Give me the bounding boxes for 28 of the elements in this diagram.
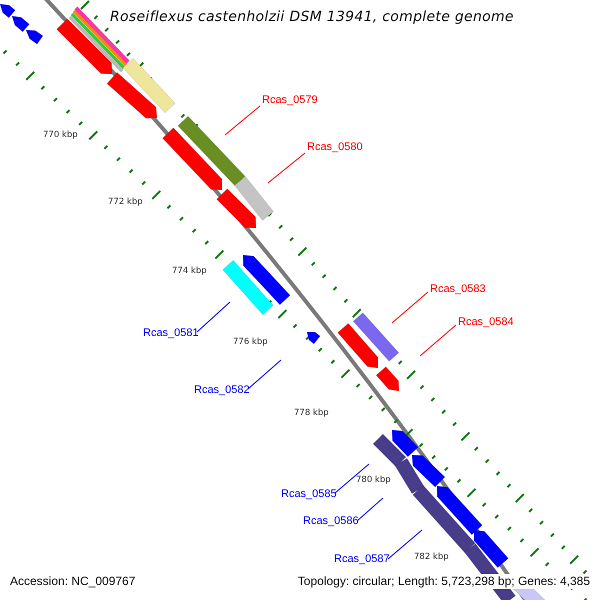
leader-line — [420, 324, 456, 356]
gene-label: Rcas_0580 — [307, 141, 363, 154]
info-text: Topology: circular; Length: 5,723,298 bp; Genes: 4,385 — [296, 574, 592, 589]
position-label: 774 kbp — [172, 266, 207, 276]
position-label: 776 kbp — [233, 337, 268, 347]
leader-line — [268, 152, 306, 184]
leader-line — [392, 292, 428, 324]
position-label: 770 kbp — [43, 130, 78, 140]
gene-label: Rcas_0584 — [458, 316, 514, 329]
info-text: Accession: NC_009767 — [8, 574, 138, 589]
leader-line — [248, 360, 282, 390]
gene-label: Rcas_0581 — [143, 327, 199, 340]
position-label: 780 kbp — [356, 475, 391, 485]
leader-line — [196, 302, 230, 332]
leader-line — [334, 464, 370, 494]
gene-label: Rcas_0586 — [303, 515, 359, 528]
leader-line — [388, 530, 422, 560]
gene-label: Rcas_0587 — [334, 553, 390, 566]
position-label: 778 kbp — [294, 408, 329, 418]
title: Roseiflexus castenholzii DSM 13941, complete genome — [110, 9, 514, 25]
leader-line — [356, 498, 384, 522]
position-label: 782 kbp — [414, 552, 449, 562]
leader-line — [224, 106, 260, 136]
position-label: 772 kbp — [108, 197, 143, 207]
gene-label: Rcas_0582 — [194, 384, 250, 397]
gene-label: Rcas_0585 — [281, 488, 337, 501]
gene-label: Rcas_0579 — [262, 94, 318, 107]
gene-label: Rcas_0583 — [430, 283, 486, 296]
